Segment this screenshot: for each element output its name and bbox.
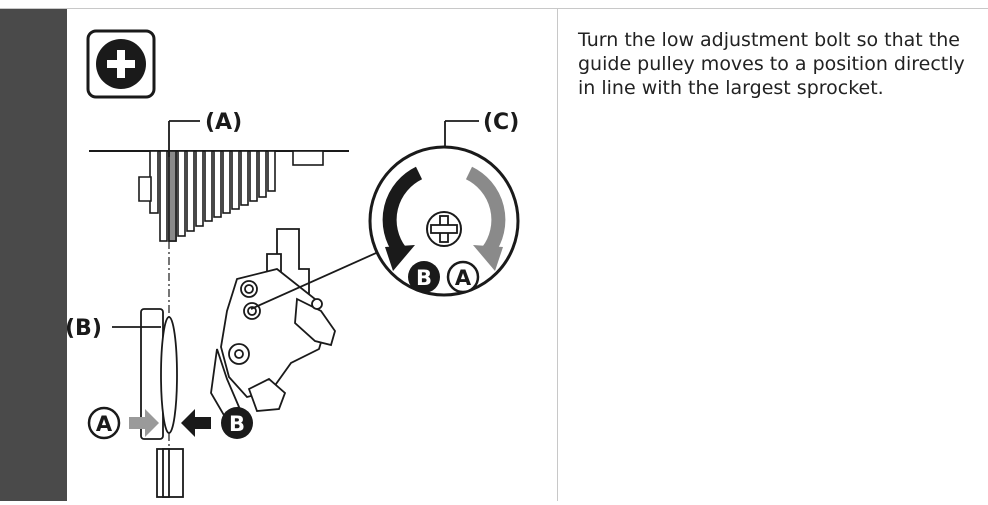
badge-a-bottom: A [87,406,121,440]
svg-text:A: A [96,412,113,436]
badge-b-bottom: B [221,407,253,439]
badge-a-zoom: A [446,260,480,294]
instruction-text: Turn the low adjustment bolt so that the… [578,29,965,99]
svg-text:B: B [416,266,432,290]
largest-sprocket [168,150,177,242]
guide-pulley [140,308,184,498]
rotate-ccw-arc [382,166,423,256]
callout-c-label: (C) [483,110,519,135]
side-bar [0,9,67,501]
svg-text:A: A [455,266,472,290]
arrow-left-black [181,409,211,437]
derailleur-illustration: (A) (B) (C) B [65,29,520,498]
callout-a-label: (A) [205,110,242,135]
callout-b-label: (B) [67,316,102,341]
hub-bracket [138,176,152,202]
adjustment-bolt-icon [426,211,462,247]
column-divider [557,9,558,501]
arrow-right-gray [129,409,159,437]
zoom-detail-circle: B A [368,145,520,297]
adjustment-figure: (A) (B) (C) B [65,9,557,501]
badge-b-zoom: B [408,261,440,293]
rotate-cw-arrowhead [473,245,503,271]
rotate-cw-arc [465,166,506,256]
rotate-ccw-arrowhead [385,245,415,271]
svg-text:B: B [229,412,245,436]
derailleur-body [210,228,336,419]
plus-icon [86,29,156,99]
top-rule [0,8,988,9]
